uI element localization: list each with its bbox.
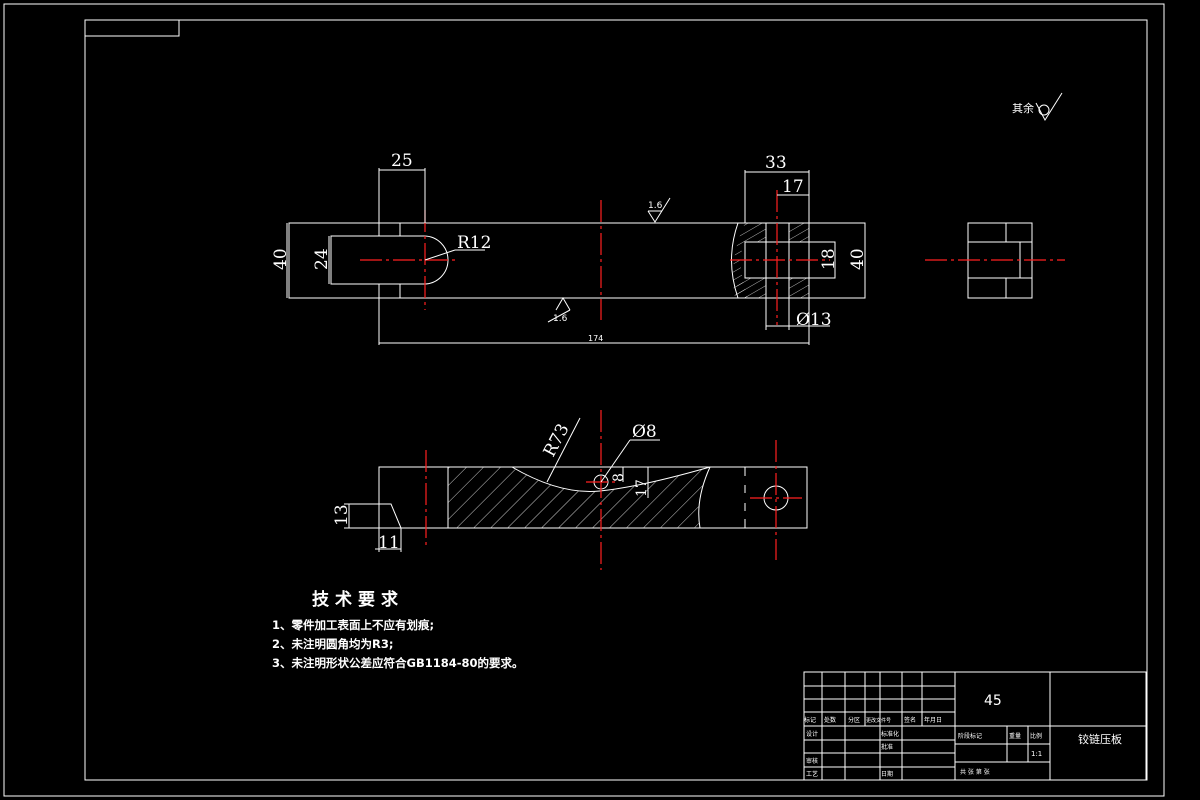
dim-174: 174 <box>588 334 603 343</box>
label-approve: 批准 <box>881 743 893 751</box>
label-review: 审核 <box>806 757 818 765</box>
header-change-doc: 更改文件号 <box>866 717 891 724</box>
dim-40-left: 40 <box>271 248 291 270</box>
dim-40-right: 40 <box>848 248 868 270</box>
sheet-footer: 共 张 第 张 <box>960 768 990 776</box>
front-dimensions <box>286 168 866 345</box>
roughness-mark-icon <box>647 197 671 223</box>
header-date: 年月日 <box>924 716 942 724</box>
dim-8: 8 <box>611 473 627 482</box>
roughness-top: 1.6 <box>648 201 663 211</box>
dim-25: 25 <box>391 151 413 171</box>
dim-11: 11 <box>378 533 400 553</box>
dim-18: 18 <box>819 248 839 270</box>
title-block <box>803 671 1147 781</box>
top-view <box>378 466 808 529</box>
roughness-bottom: 1.6 <box>553 314 568 324</box>
dim-r12: R12 <box>457 233 491 253</box>
header-zone: 分区 <box>848 716 860 724</box>
tech-requirement-item: 2、未注明圆角均为R3; <box>272 637 394 651</box>
scale-value: 1:1 <box>1031 750 1042 758</box>
top-dimensions <box>344 417 660 552</box>
header-mark: 标记 <box>804 716 816 724</box>
material: 45 <box>984 693 1002 709</box>
dim-33: 33 <box>765 153 787 173</box>
outer-frame <box>3 3 1165 797</box>
corner-box <box>84 19 180 37</box>
tech-requirement-item: 1、零件加工表面上不应有划痕; <box>272 618 435 632</box>
dim-d8: Ø8 <box>632 422 657 442</box>
label-scale: 比例 <box>1030 732 1042 740</box>
dim-17: 17 <box>782 177 804 197</box>
part-name: 铰链压板 <box>1078 732 1122 746</box>
roughness-symbol-icon <box>1035 92 1063 121</box>
dim-24: 24 <box>312 248 332 270</box>
label-design: 设计 <box>806 730 818 738</box>
roughness-mark-icon <box>547 297 571 323</box>
label-process: 工艺 <box>806 770 818 778</box>
roughness-note: 其余 <box>1012 101 1034 115</box>
header-sign: 签名 <box>904 716 916 724</box>
tech-requirements: 技术要求 1、零件加工表面上不应有划痕; 2、未注明圆角均为R3; 3、未注明形… <box>272 585 524 673</box>
dim-d13: Ø13 <box>796 310 832 330</box>
header-count: 处数 <box>824 716 836 724</box>
label-weight: 重量 <box>1009 732 1021 740</box>
label-stage: 阶段标记 <box>958 732 982 740</box>
dim-17-depth: 17 <box>634 479 650 497</box>
label-standard: 标准化 <box>881 730 899 738</box>
dim-13: 13 <box>332 504 352 526</box>
tech-requirement-item: 3、未注明形状公差应符合GB1184-80的要求。 <box>272 656 524 670</box>
inner-frame <box>84 19 1148 781</box>
label-date: 日期 <box>881 770 893 778</box>
tech-requirements-title: 技术要求 <box>312 590 404 610</box>
